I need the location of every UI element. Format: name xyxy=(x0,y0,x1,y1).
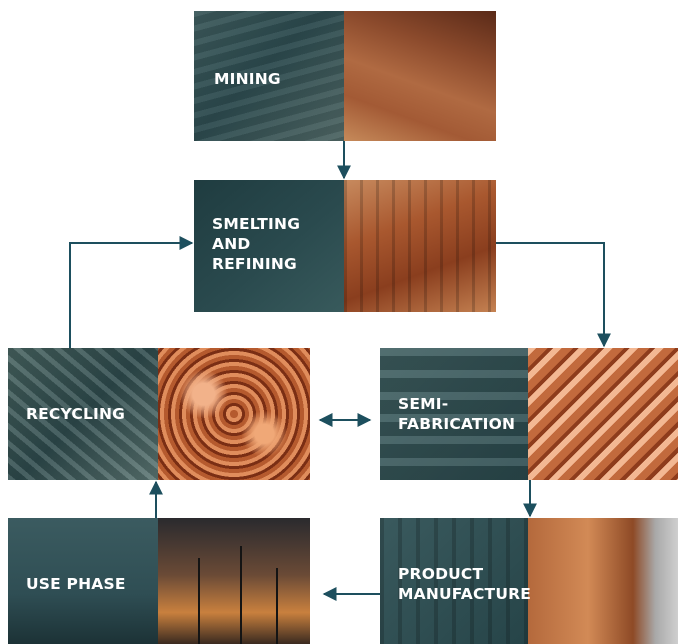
stage-use-phase: USE PHASE xyxy=(8,518,310,644)
arrow-smelting-to-semi xyxy=(496,242,611,348)
turbine-icon xyxy=(198,558,200,644)
use-phase-label: USE PHASE xyxy=(26,575,126,593)
semi-fabrication-label: SEMI- FABRICATION xyxy=(398,395,516,433)
arrow-recycling-to-smelting xyxy=(69,236,194,348)
semi-photo-right xyxy=(528,348,678,480)
recycling-label: RECYCLING xyxy=(26,405,126,423)
stage-recycling: RECYCLING xyxy=(8,348,310,480)
stage-smelting-refining: SMELTING AND REFINING xyxy=(194,180,496,312)
product-photo-left xyxy=(380,518,528,644)
stage-product-manufacture: PRODUCT MANUFACTURE xyxy=(380,518,678,644)
mining-photo-left xyxy=(194,11,344,141)
semi-photo-left xyxy=(380,348,528,480)
mining-photo-right xyxy=(344,11,496,141)
mining-label: MINING xyxy=(214,70,281,88)
use-photo-left xyxy=(8,518,158,644)
use-photo-right xyxy=(158,518,310,644)
recycling-photo-right xyxy=(158,348,310,480)
smelting-label: SMELTING AND REFINING xyxy=(212,215,301,273)
turbine-icon xyxy=(240,546,242,644)
stage-mining: MINING xyxy=(194,11,496,141)
product-photo-right xyxy=(528,518,678,644)
smelting-photo-right xyxy=(344,180,496,312)
recycling-photo-left xyxy=(8,348,158,480)
turbine-icon xyxy=(276,568,278,644)
product-manufacture-label: PRODUCT MANUFACTURE xyxy=(398,565,532,603)
smelting-photo-left xyxy=(194,180,344,312)
stage-semi-fabrication: SEMI- FABRICATION xyxy=(380,348,678,480)
